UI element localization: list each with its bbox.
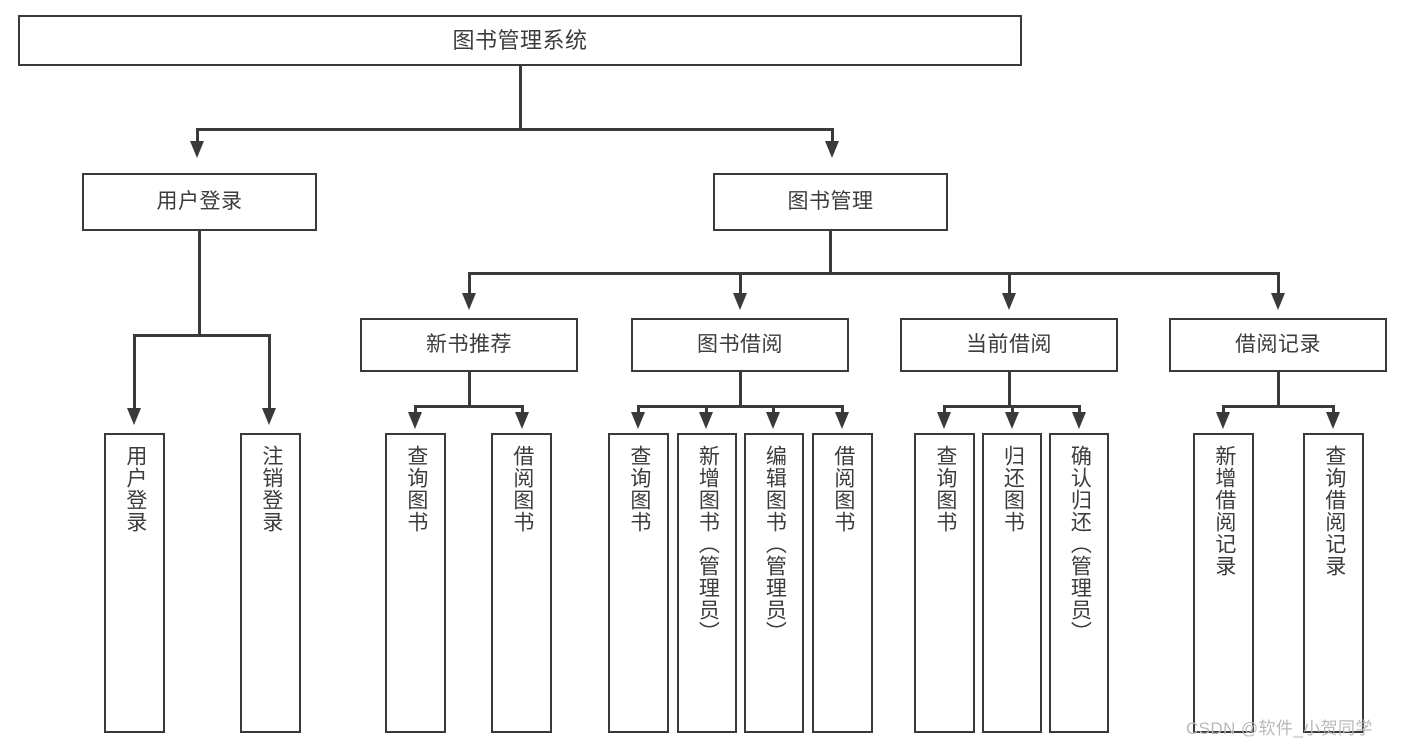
connector-user-login-bus bbox=[133, 334, 270, 337]
arrowhead-leaf-4 bbox=[515, 412, 529, 429]
arrowhead-level3-3 bbox=[1002, 293, 1016, 310]
arrowhead-leaf-1 bbox=[127, 408, 141, 425]
node-borrow-records[interactable]: 借阅记录 bbox=[1169, 318, 1387, 372]
arrowhead-leaf-12 bbox=[1216, 412, 1230, 429]
node-new-book-recommend[interactable]: 新书推荐 bbox=[360, 318, 578, 372]
node-label: 用户登录 bbox=[123, 445, 147, 533]
connector-recommend-stem bbox=[468, 372, 471, 406]
connector-recommend-bus bbox=[414, 405, 523, 408]
node-current-borrow[interactable]: 当前借阅 bbox=[900, 318, 1118, 372]
connector-current-drop-2 bbox=[1011, 405, 1014, 417]
connector-current-stem bbox=[1008, 372, 1011, 406]
node-label: 注销登录 bbox=[259, 445, 283, 533]
connector-level2-drop-1 bbox=[196, 128, 199, 148]
connector-records-drop-1 bbox=[1222, 405, 1225, 417]
node-label: 借阅图书 bbox=[510, 445, 534, 533]
leaf-return-books[interactable]: 归还图书 bbox=[982, 433, 1042, 733]
node-book-management[interactable]: 图书管理 bbox=[713, 173, 948, 231]
node-label: 新增借阅记录 bbox=[1212, 445, 1236, 577]
arrowhead-leaf-6 bbox=[699, 412, 713, 429]
node-label: 当前借阅 bbox=[966, 332, 1052, 356]
node-label: 新增图书（管理员） bbox=[696, 445, 720, 643]
node-label: 图书管理 bbox=[787, 189, 874, 213]
arrowhead-leaf-5 bbox=[631, 412, 645, 429]
node-label: 查询图书 bbox=[627, 445, 651, 533]
arrowhead-leaf-7 bbox=[766, 412, 780, 429]
node-label: 查询图书 bbox=[933, 445, 957, 533]
connector-root-stem bbox=[519, 66, 522, 129]
arrowhead-level3-4 bbox=[1271, 293, 1285, 310]
arrowhead-level3-2 bbox=[733, 293, 747, 310]
arrowhead-level3-1 bbox=[462, 293, 476, 310]
leaf-query-borrow-record[interactable]: 查询借阅记录 bbox=[1303, 433, 1364, 733]
leaf-query-books-borrow[interactable]: 查询图书 bbox=[608, 433, 669, 733]
connector-level3-bus bbox=[468, 272, 1279, 275]
connector-borrow-drop-3 bbox=[772, 405, 775, 417]
connector-book-mgmt-stem bbox=[829, 231, 832, 273]
node-root-system[interactable]: 图书管理系统 bbox=[18, 15, 1022, 66]
leaf-add-borrow-record[interactable]: 新增借阅记录 bbox=[1193, 433, 1254, 733]
arrowhead-leaf-3 bbox=[408, 412, 422, 429]
connector-borrow-drop-1 bbox=[637, 405, 640, 417]
connector-current-drop-3 bbox=[1078, 405, 1081, 417]
leaf-user-login[interactable]: 用户登录 bbox=[104, 433, 165, 733]
connector-level2-drop-2 bbox=[831, 128, 834, 148]
connector-recommend-drop-2 bbox=[521, 405, 524, 417]
arrowhead-level2-1 bbox=[190, 141, 204, 158]
leaf-query-books-current[interactable]: 查询图书 bbox=[914, 433, 975, 733]
node-book-borrow[interactable]: 图书借阅 bbox=[631, 318, 849, 372]
arrowhead-leaf-2 bbox=[262, 408, 276, 425]
node-label: 图书借阅 bbox=[697, 332, 783, 356]
connector-borrow-stem bbox=[739, 372, 742, 406]
csdn-watermark: CSDN @软件_小贺同学 bbox=[1186, 719, 1373, 738]
connector-user-login-drop-2 bbox=[268, 334, 271, 414]
leaf-query-books-recommend[interactable]: 查询图书 bbox=[385, 433, 446, 733]
connector-recommend-drop-1 bbox=[414, 405, 417, 417]
node-label: 新书推荐 bbox=[426, 332, 512, 356]
arrowhead-leaf-13 bbox=[1326, 412, 1340, 429]
node-label: 查询图书 bbox=[404, 445, 428, 533]
arrowhead-leaf-8 bbox=[835, 412, 849, 429]
node-label: 借阅记录 bbox=[1235, 332, 1321, 356]
leaf-confirm-return-admin[interactable]: 确认归还（管理员） bbox=[1049, 433, 1109, 733]
leaf-borrow-books-recommend[interactable]: 借阅图书 bbox=[491, 433, 552, 733]
leaf-add-book-admin[interactable]: 新增图书（管理员） bbox=[677, 433, 737, 733]
arrowhead-level2-2 bbox=[825, 141, 839, 158]
leaf-logout[interactable]: 注销登录 bbox=[240, 433, 301, 733]
connector-borrow-drop-4 bbox=[841, 405, 844, 417]
connector-user-login-drop-1 bbox=[133, 334, 136, 414]
leaf-borrow-books-borrow[interactable]: 借阅图书 bbox=[812, 433, 873, 733]
arrowhead-leaf-9 bbox=[937, 412, 951, 429]
leaf-edit-book-admin[interactable]: 编辑图书（管理员） bbox=[744, 433, 804, 733]
connector-current-drop-1 bbox=[943, 405, 946, 417]
connector-records-drop-2 bbox=[1332, 405, 1335, 417]
connector-level3-drop-1 bbox=[468, 272, 471, 300]
arrowhead-leaf-10 bbox=[1005, 412, 1019, 429]
node-user-login[interactable]: 用户登录 bbox=[82, 173, 317, 231]
node-label: 编辑图书（管理员） bbox=[763, 445, 787, 643]
node-label: 查询借阅记录 bbox=[1322, 445, 1346, 577]
connector-records-bus bbox=[1222, 405, 1334, 408]
connector-records-stem bbox=[1277, 372, 1280, 406]
connector-level2-bus bbox=[196, 128, 833, 131]
node-label: 用户登录 bbox=[156, 189, 243, 213]
node-label: 借阅图书 bbox=[831, 445, 855, 533]
connector-user-login-stem bbox=[198, 231, 201, 335]
connector-level3-drop-4 bbox=[1277, 272, 1280, 300]
connector-level3-drop-2 bbox=[739, 272, 742, 300]
node-label: 归还图书 bbox=[1001, 445, 1025, 533]
connector-borrow-bus bbox=[637, 405, 844, 408]
connector-borrow-drop-2 bbox=[705, 405, 708, 417]
node-label: 图书管理系统 bbox=[452, 27, 588, 53]
arrowhead-leaf-11 bbox=[1072, 412, 1086, 429]
connector-level3-drop-3 bbox=[1008, 272, 1011, 300]
node-label: 确认归还（管理员） bbox=[1068, 445, 1092, 643]
